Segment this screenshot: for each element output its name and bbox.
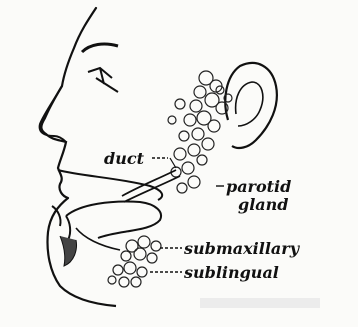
label-duct: duct: [104, 149, 145, 168]
parotid-gland-drawing: [168, 71, 232, 193]
eye: [88, 68, 118, 92]
label-gland: gland: [238, 195, 288, 214]
duct-pointer: [170, 158, 176, 168]
nose-outline: [40, 86, 66, 142]
gland-shadow: [60, 236, 77, 266]
label-sublingual: sublingual: [183, 263, 279, 282]
stamp-smudge: [200, 298, 320, 308]
ear-outline: [225, 63, 277, 148]
label-parotid: parotid: [226, 177, 291, 196]
label-submaxillary: submaxillary: [183, 239, 301, 258]
palate: [58, 170, 162, 200]
submaxillary-gland-drawing: [121, 236, 161, 263]
eyebrow: [82, 44, 118, 52]
sublingual-gland-drawing: [108, 262, 147, 287]
ear-inner: [236, 82, 263, 126]
face-profile-outline: [41, 8, 96, 198]
submaxillary-duct: [76, 228, 120, 250]
